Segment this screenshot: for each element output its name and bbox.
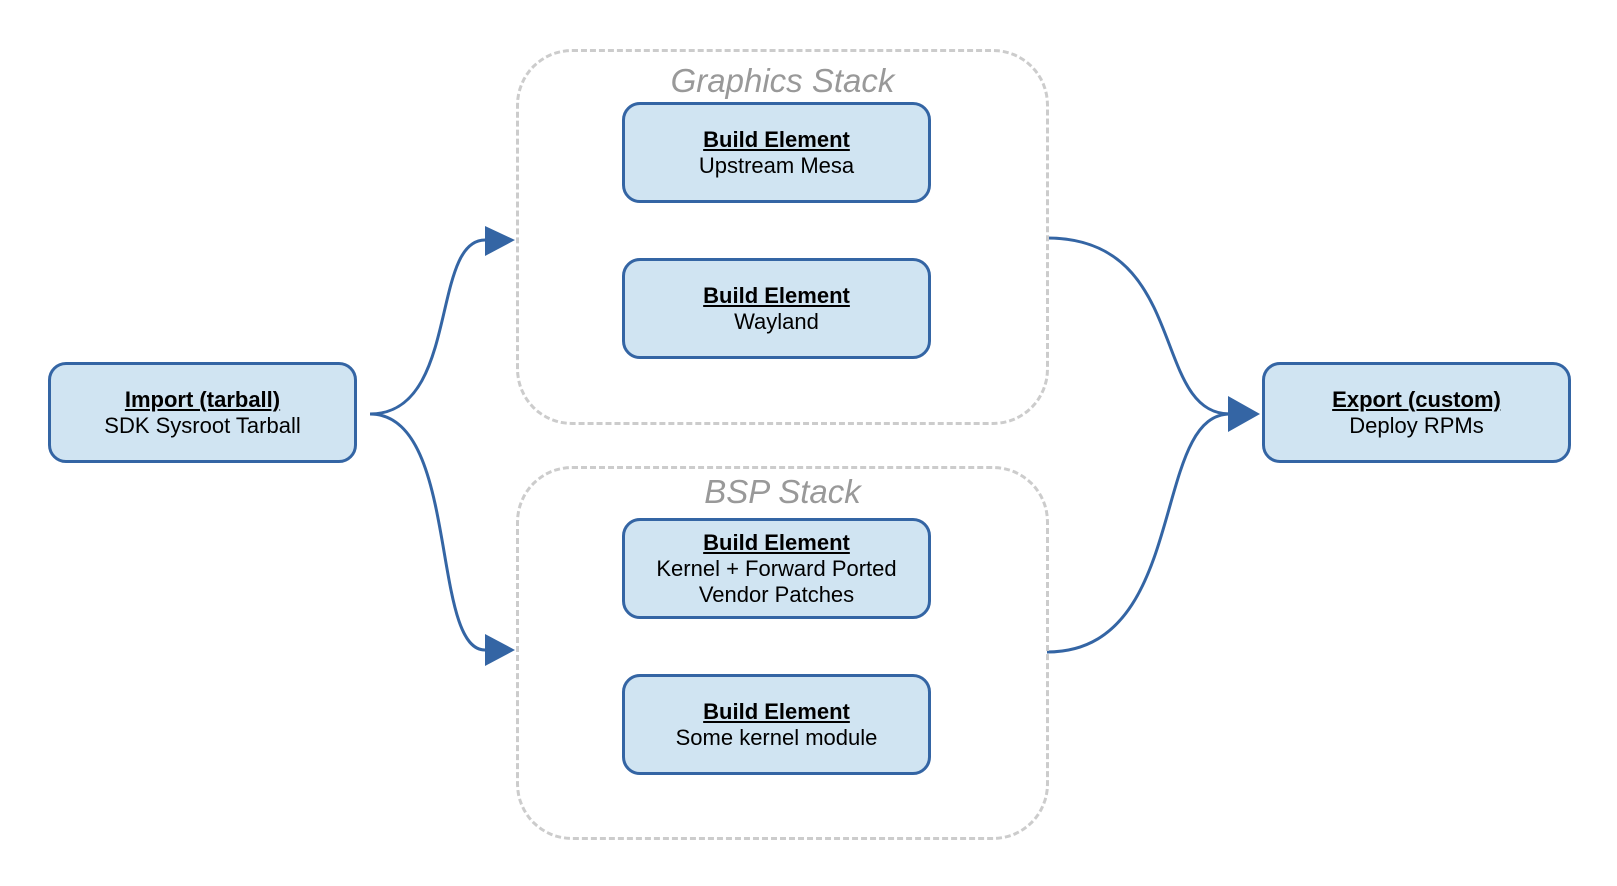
graphics-stack-label: Graphics Stack	[670, 62, 895, 99]
export-node-title: Export (custom)	[1332, 386, 1501, 412]
wayland-node: Build Element Wayland	[622, 258, 931, 359]
kernel-node-title: Build Element	[703, 529, 850, 555]
kernel-node: Build Element Kernel + Forward Ported Ve…	[622, 518, 931, 619]
edge-import-to-graphics	[369, 238, 486, 416]
kernel-module-node: Build Element Some kernel module	[622, 674, 931, 775]
wayland-node-title: Build Element	[703, 282, 850, 308]
mesa-node: Build Element Upstream Mesa	[622, 102, 931, 203]
import-node-subtitle: SDK Sysroot Tarball	[104, 412, 301, 438]
kernel-node-subtitle-line2: Vendor Patches	[698, 581, 855, 607]
export-arrowhead	[1228, 396, 1260, 432]
edge-graphics-to-export	[1046, 236, 1231, 416]
kernel-node-subtitle: Kernel + Forward Ported	[656, 555, 897, 581]
edge-import-to-bsp-arrowhead	[485, 634, 515, 666]
bsp-stack-group: BSP Stack	[516, 466, 1049, 840]
edge-import-to-graphics-arrowhead	[485, 226, 515, 256]
import-node-title: Import (tarball)	[124, 386, 281, 412]
kernel-module-node-title: Build Element	[703, 698, 850, 724]
edge-bsp-to-export	[1046, 412, 1231, 654]
bsp-stack-label: BSP Stack	[704, 473, 861, 510]
export-node-subtitle: Deploy RPMs	[1349, 412, 1484, 438]
edge-import-to-bsp	[369, 412, 486, 652]
kernel-module-node-subtitle: Some kernel module	[675, 724, 878, 750]
mesa-node-subtitle: Upstream Mesa	[698, 152, 855, 178]
export-node: Export (custom) Deploy RPMs	[1262, 362, 1571, 463]
wayland-node-subtitle: Wayland	[734, 308, 819, 334]
mesa-node-title: Build Element	[703, 126, 850, 152]
graphics-stack-group: Graphics Stack	[516, 49, 1049, 425]
import-node: Import (tarball) SDK Sysroot Tarball	[48, 362, 357, 463]
